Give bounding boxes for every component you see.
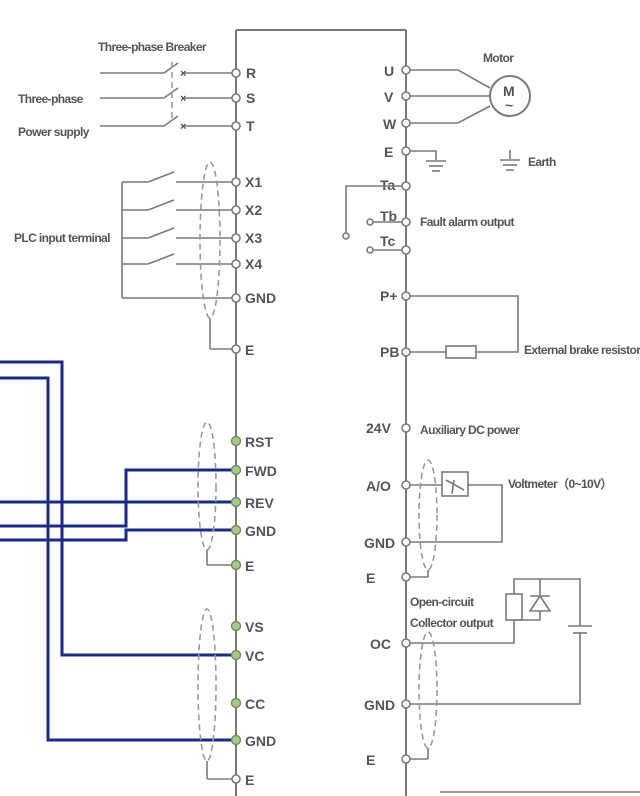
collector-output-label: Collector output [410,616,494,630]
terminal-vs: VS [245,619,264,635]
terminal-ao: A/O [366,478,391,494]
plc-input-block: PLC input terminal X1 X2 X3 X4 GND [14,161,276,358]
supply-label-line2: Power supply [18,125,90,139]
terminal-cc: CC [245,696,265,712]
aux-dc-label: Auxiliary DC power [420,423,520,437]
analog-output-block: A/O Voltmeter（0~10V） GND E [364,459,612,586]
terminal-x3: X3 [245,230,262,246]
motor-tilde-glyph: ~ [505,97,513,113]
terminal-rev: REV [245,495,274,511]
terminal-e-ao: E [366,570,375,586]
terminal-gnd-ao: GND [364,535,395,551]
terminal-r: R [246,65,256,81]
control-wiring [0,360,232,742]
resistor-symbol [445,345,477,359]
terminal-oc: OC [370,636,391,652]
aux-dc-block: 24V Auxiliary DC power [366,420,521,437]
supply-label-line1: Three-phase [18,92,84,106]
terminal-t: T [246,118,255,134]
inverter-box [235,29,407,796]
open-circuit-label: Open-circuit [410,595,474,609]
terminal-tb: Tb [380,208,397,224]
terminal-x2: X2 [245,202,262,218]
diode-icon [528,594,552,612]
terminal-gnd-ctrl: GND [245,523,276,539]
earth-icon [500,150,520,171]
earth-block: E Earth [384,144,557,172]
terminal-tc: Tc [380,233,396,249]
terminal-pb: PB [380,344,399,360]
terminal-s: S [246,90,255,106]
plc-input-label: PLC input terminal [14,231,110,245]
terminal-e-vc: E [245,772,254,788]
motor-label: Motor [483,51,514,65]
svg-text:×: × [180,93,186,105]
terminal-e-oc: E [366,752,375,768]
terminal-e-ctrl: E [245,558,254,574]
terminal-ta: Ta [380,177,396,193]
terminal-fwd: FWD [245,463,277,479]
voltmeter-label: Voltmeter（0~10V） [508,476,612,491]
terminal-24v: 24V [366,420,392,436]
terminal-x1: X1 [245,174,262,190]
brake-resistor-block: P+ PB External brake resistor [380,288,640,360]
terminal-w: W [383,116,397,132]
motor-m-glyph: M [503,83,515,99]
terminal-p-plus: P+ [380,288,398,304]
breaker-label: Three-phase Breaker [98,40,207,54]
terminal-e-plc: E [245,342,254,358]
terminal-u: U [384,63,394,79]
earth-label: Earth [528,155,556,169]
terminal-gnd-plc: GND [245,290,276,306]
svg-text:×: × [180,68,186,80]
terminal-v: V [384,89,394,105]
terminal-gnd-vc: GND [245,733,276,749]
terminal-x4: X4 [245,256,262,272]
three-phase-breaker: Three-phase Breaker Three-phase Power su… [18,40,232,139]
fault-alarm-label: Fault alarm output [420,215,514,229]
fault-relay-block: Ta Tb Tc Fault alarm output [342,177,515,255]
terminal-e-earth: E [384,144,393,160]
voltmeter-icon [441,471,469,497]
svg-text:×: × [180,121,186,133]
power-input-terminals: R S T [231,65,256,134]
control-terminals: RST FWD REV GND E VS VC CC GND E [197,421,277,788]
relay-coil-icon [505,593,523,621]
motor-block: Motor M ~ U V W [383,51,531,132]
open-collector-block: Open-circuit Collector output OC GND E [364,578,592,768]
terminal-rst: RST [245,434,273,450]
terminal-gnd-oc: GND [364,697,395,713]
brake-resistor-label: External brake resistor [524,343,640,357]
terminal-vc: VC [245,648,264,664]
